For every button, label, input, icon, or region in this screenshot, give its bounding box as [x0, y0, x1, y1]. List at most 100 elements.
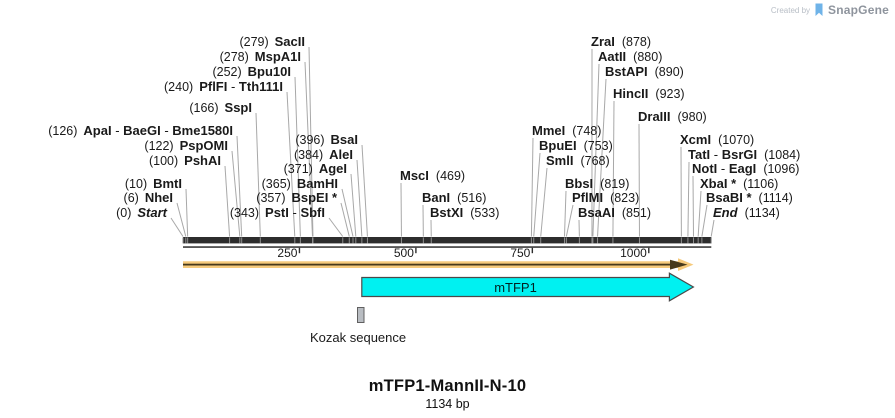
- credit-prefix: Created by: [770, 5, 811, 15]
- enzyme-name: PstI: [265, 205, 289, 220]
- site-position: (365): [261, 177, 291, 191]
- site-label-bpu10i[interactable]: (252)Bpu10I: [212, 64, 291, 80]
- site-label-alei[interactable]: (384)AleI: [294, 147, 353, 163]
- site-label-aatii[interactable]: AatII(880): [598, 49, 662, 65]
- site-position: (166): [189, 101, 219, 115]
- leader-line: [565, 204, 574, 237]
- site-position: (396): [295, 133, 325, 147]
- site-label-bsabi[interactable]: BsaBI *(1114): [706, 190, 793, 206]
- site-label-bbsi[interactable]: BbsI(819): [565, 176, 629, 192]
- site-label-mspa1i[interactable]: (278)MspA1I: [220, 49, 301, 65]
- site-label-sacii[interactable]: (279)SacII: [239, 34, 305, 50]
- site-label-draiii[interactable]: DraIII(980): [638, 109, 707, 125]
- site-label-bsai[interactable]: (396) BsaI: [295, 132, 358, 148]
- enzyme-name: DraIII: [638, 109, 671, 124]
- leader-line: [341, 188, 354, 237]
- site-label-noti-eagi[interactable]: NotI - EagI(1096): [692, 161, 799, 177]
- site-position: (1114): [758, 191, 793, 205]
- site-label-bstapi[interactable]: BstAPI(890): [605, 64, 684, 80]
- site-position: (6): [123, 191, 139, 205]
- enzyme-name: MscI: [400, 168, 429, 183]
- site-label-hincii[interactable]: HincII (923): [613, 86, 685, 102]
- leader-line: [710, 219, 715, 237]
- ruler-label-1000: 1000: [620, 245, 647, 260]
- enzyme-name: PspOMI: [179, 138, 228, 153]
- kozak-marker[interactable]: [357, 307, 365, 323]
- site-label-msci[interactable]: MscI(469): [400, 168, 465, 184]
- site-position: (240): [164, 80, 194, 94]
- leader-line: [304, 61, 313, 237]
- enzyme-name: BsaI: [330, 132, 358, 147]
- leader-line: [540, 167, 548, 237]
- sequence-bar[interactable]: [183, 237, 712, 244]
- ruler-label-250: 250: [277, 245, 298, 260]
- enzyme-name: BsaAI: [578, 205, 615, 220]
- enzyme-name: HincII: [613, 86, 649, 101]
- site-position: (533): [470, 206, 500, 220]
- leader-line: [687, 161, 690, 237]
- site-label-psti-sbfi[interactable]: (343)PstI - SbfI: [230, 205, 325, 221]
- leader-line: [592, 63, 600, 237]
- site-label-bsaai[interactable]: BsaAI(851): [578, 205, 651, 221]
- leader-line: [563, 190, 567, 237]
- leader-line: [185, 188, 189, 237]
- construct-title: mTFP1-MannII-N-10: [368, 377, 527, 395]
- site-label-end[interactable]: End(1134): [713, 205, 780, 221]
- site-label-bpuei[interactable]: BpuEI(753): [539, 138, 613, 154]
- leader-line: [597, 78, 607, 237]
- leader-line: [356, 159, 363, 237]
- backbone-arrow-line: [183, 263, 670, 266]
- feature-mtfp1-label[interactable]: mTFP1: [494, 280, 537, 295]
- leader-line: [701, 204, 708, 237]
- leader-line: [361, 144, 368, 237]
- site-label-bani[interactable]: BanI(516): [422, 190, 486, 206]
- site-label-pflfi-tth111i[interactable]: (240)PflFI - Tth111I: [164, 79, 283, 95]
- backbone-arrow[interactable]: [183, 258, 694, 271]
- site-position: (768): [580, 154, 610, 168]
- site-label-pshai[interactable]: (100)PshAI: [149, 153, 221, 169]
- methylation-star: *: [328, 190, 337, 205]
- site-label-pspomi[interactable]: (122)PspOMI: [144, 138, 228, 154]
- ruler-line: [183, 246, 712, 248]
- leader-line: [224, 165, 231, 237]
- enzyme-name: Bpu10I: [247, 64, 291, 79]
- site-label-smli[interactable]: SmlI(768): [546, 153, 610, 169]
- leader-line: [231, 150, 241, 237]
- methylation-star: *: [727, 176, 737, 191]
- site-label-bspei[interactable]: (357)BspEI *: [256, 190, 337, 206]
- enzyme-name: AatII: [598, 49, 627, 64]
- enzyme-name: PflMI: [572, 190, 604, 205]
- feature-mtfp1-arrow[interactable]: [361, 272, 695, 302]
- enzyme-name: MspA1I: [254, 49, 301, 64]
- site-label-mmei[interactable]: MmeI(748): [532, 123, 601, 139]
- enzyme-name: NotI: [692, 161, 718, 176]
- site-label-start[interactable]: (0)Start: [116, 205, 167, 221]
- enzyme-name: ApaI: [83, 123, 112, 138]
- site-label-tati-bsrgi[interactable]: TatI - BsrGI(1084): [688, 147, 800, 163]
- site-label-apai-baegi-bme1580i[interactable]: (126)ApaI - BaeGI - Bme1580I: [48, 123, 233, 139]
- site-position: (890): [654, 65, 684, 79]
- leader-line: [286, 91, 296, 237]
- site-name-separator: -: [227, 79, 239, 94]
- methylation-star: *: [742, 190, 752, 205]
- site-label-agei[interactable]: (371)AgeI: [284, 161, 347, 177]
- snapgene-credit: Created by SnapGene: [771, 3, 889, 17]
- enzyme-name: End: [713, 205, 738, 220]
- site-label-zrai[interactable]: ZraI(878): [591, 34, 651, 50]
- site-position: (823): [610, 191, 640, 205]
- site-label-pflmi[interactable]: PflMI (823): [572, 190, 639, 206]
- site-label-bstxi[interactable]: BstXI(533): [430, 205, 499, 221]
- site-position: (1106): [743, 177, 779, 191]
- site-label-xbai[interactable]: XbaI *(1106): [700, 176, 778, 192]
- site-position: (923): [655, 87, 685, 101]
- site-label-bamhi[interactable]: (365)BamHI: [262, 176, 338, 192]
- site-label-nhei[interactable]: (6)NheI: [124, 190, 173, 206]
- enzyme-name: XcmI: [680, 132, 712, 147]
- site-position: (1096): [763, 162, 800, 176]
- ruler-ticks-group: [298, 247, 650, 254]
- site-label-sspi[interactable]: (166)SspI: [189, 100, 252, 116]
- enzyme-name: Bme1580I: [172, 123, 233, 138]
- enzyme-name: BmtI: [153, 176, 182, 191]
- site-label-bmti[interactable]: (10)BmtI: [125, 176, 182, 192]
- site-label-xcmi[interactable]: XcmI(1070): [680, 132, 754, 148]
